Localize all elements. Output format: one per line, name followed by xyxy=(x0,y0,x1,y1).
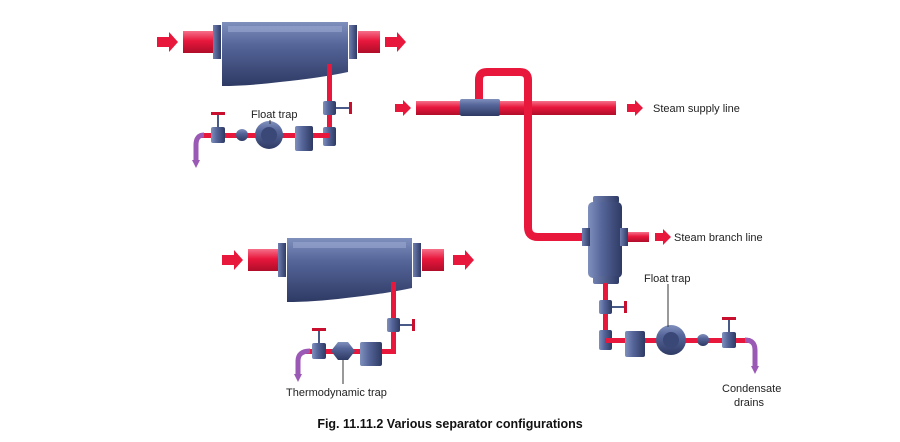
vessel-bottom-flange xyxy=(593,276,619,284)
sight-glass xyxy=(360,342,382,366)
separator-vessel xyxy=(588,202,622,278)
figure-caption: Fig. 11.11.2 Various separator configura… xyxy=(317,417,582,431)
vessel-highlight xyxy=(293,242,406,248)
vessel-top-flange xyxy=(593,196,619,203)
steam-pipe-inlet xyxy=(248,249,280,271)
drain-arrow xyxy=(294,374,302,382)
steam-supply-pipe xyxy=(416,101,616,115)
flow-arrow-in xyxy=(395,100,411,116)
sight-glass xyxy=(625,331,645,357)
float-trap-cover xyxy=(663,332,679,348)
label-steam-supply-line: Steam supply line xyxy=(653,103,740,115)
valve-handle xyxy=(349,102,352,114)
separator-vessel xyxy=(222,22,348,86)
condensate-drain-pipe xyxy=(295,348,311,374)
float-trap-cover xyxy=(261,127,277,143)
drain-arrow xyxy=(751,366,759,374)
flow-arrow-out xyxy=(453,250,474,270)
isolation-valve xyxy=(211,127,225,143)
separator-bottom-left: Thermodynamic trap xyxy=(222,238,474,399)
drain-arrow xyxy=(192,160,200,168)
flange xyxy=(413,243,421,277)
valve-handle xyxy=(624,301,627,313)
steam-pipe-inlet xyxy=(183,31,215,53)
separator-right: Steam branch line Float trap Condensate … xyxy=(582,196,781,409)
loop-pipe xyxy=(475,68,600,241)
steam-supply-system: Steam supply line xyxy=(395,68,740,241)
condensate-drain-pipe xyxy=(744,337,758,366)
side-flange xyxy=(620,228,628,246)
valve-handle xyxy=(312,328,326,331)
sight-glass xyxy=(295,126,313,151)
tee-fitting xyxy=(460,99,500,116)
label-drains: drains xyxy=(734,397,764,409)
label-thermodynamic-trap: Thermodynamic trap xyxy=(286,387,387,399)
valve-handle xyxy=(412,319,415,331)
condensate-drain-pipe xyxy=(193,132,205,160)
steam-pipe-outlet xyxy=(422,249,444,271)
vessel-highlight xyxy=(228,26,342,32)
valve-body xyxy=(323,101,336,115)
flow-arrow-out xyxy=(385,32,406,52)
flange xyxy=(278,243,286,277)
flange xyxy=(349,25,357,59)
label-condensate: Condensate xyxy=(722,383,781,395)
flow-arrow-in xyxy=(222,250,243,270)
side-flange xyxy=(582,228,590,246)
flow-arrow-out xyxy=(627,100,643,116)
fitting xyxy=(236,129,248,141)
steam-pipe-outlet xyxy=(358,31,380,53)
thermodynamic-trap-body xyxy=(331,342,355,360)
separator-vessel xyxy=(287,238,412,302)
fitting xyxy=(697,334,709,346)
valve-body xyxy=(387,318,400,332)
steam-branch-pipe xyxy=(615,232,649,242)
separator-top-left: Float trap xyxy=(157,22,406,168)
label-float-trap-right: Float trap xyxy=(644,273,690,285)
label-steam-branch-line: Steam branch line xyxy=(674,232,763,244)
isolation-valve xyxy=(312,343,326,359)
flow-arrow-out xyxy=(655,229,671,245)
valve-handle xyxy=(722,317,736,320)
flange xyxy=(213,25,221,59)
valve-handle xyxy=(211,112,225,115)
valve-body xyxy=(599,300,612,314)
isolation-valve xyxy=(722,332,736,348)
flow-arrow-in xyxy=(157,32,178,52)
label-float-trap-top: Float trap xyxy=(251,109,297,121)
